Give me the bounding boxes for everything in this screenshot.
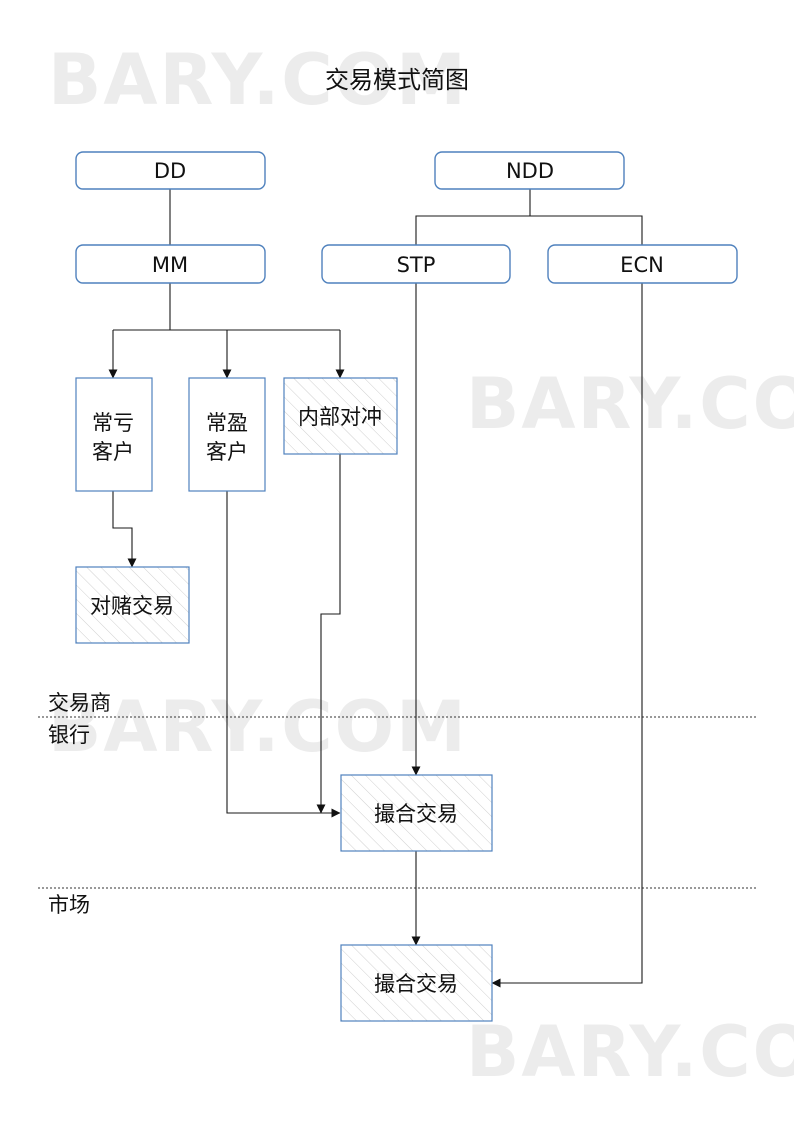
node-mm-label: MM <box>152 253 188 277</box>
node-bet-against-label: 对赌交易 <box>90 594 174 618</box>
node-winning-clients: 常盈 客户 <box>188 377 266 492</box>
node-stp: STP <box>321 244 511 284</box>
node-ecn-label: ECN <box>620 253 664 277</box>
watermark-top-left: BARY.COM <box>48 39 468 121</box>
watermarks: BARY.COM BARY.COM BARY.COM BARY.COM <box>48 39 794 1093</box>
zone-label-broker: 交易商 <box>48 691 111 715</box>
node-bet-against: 对赌交易 <box>75 566 190 644</box>
connector-ndd-branch <box>415 189 643 245</box>
connector-internal-bank <box>316 454 341 814</box>
node-dd: DD <box>75 151 266 190</box>
node-ndd-label: NDD <box>506 159 554 183</box>
zone-label-bank: 银行 <box>48 723 90 747</box>
connector-winning-bank <box>226 491 341 818</box>
watermark-middle-right: BARY.COM <box>466 363 794 445</box>
node-bank-matching: 撮合交易 <box>340 774 493 852</box>
node-ndd: NDD <box>434 151 625 190</box>
node-dd-label: DD <box>154 159 186 183</box>
node-mm: MM <box>75 244 266 284</box>
watermark-bottom-right: BARY.COM <box>466 1011 794 1093</box>
node-winning-clients-line1: 常盈 <box>206 411 248 435</box>
connector-losing-bet <box>112 491 137 568</box>
connector-mm-branch <box>113 283 340 331</box>
node-losing-clients-line2: 客户 <box>92 440 134 464</box>
node-market-matching: 撮合交易 <box>340 944 493 1022</box>
node-bank-matching-label: 撮合交易 <box>374 802 458 826</box>
diagram-title: 交易模式简图 <box>325 66 469 94</box>
node-losing-clients: 常亏 客户 <box>75 377 153 492</box>
node-stp-label: STP <box>397 253 436 277</box>
node-market-matching-label: 撮合交易 <box>374 972 458 996</box>
node-ecn: ECN <box>547 244 738 284</box>
watermark-middle-left: BARY.COM <box>48 686 468 768</box>
node-internal-hedge-label: 内部对冲 <box>298 405 382 429</box>
connector-ecn-market <box>491 283 643 988</box>
node-internal-hedge: 内部对冲 <box>283 377 398 455</box>
node-winning-clients-line2: 客户 <box>206 440 248 464</box>
node-losing-clients-line1: 常亏 <box>92 411 134 435</box>
connectors <box>108 189 643 988</box>
zone-label-market: 市场 <box>48 893 90 917</box>
